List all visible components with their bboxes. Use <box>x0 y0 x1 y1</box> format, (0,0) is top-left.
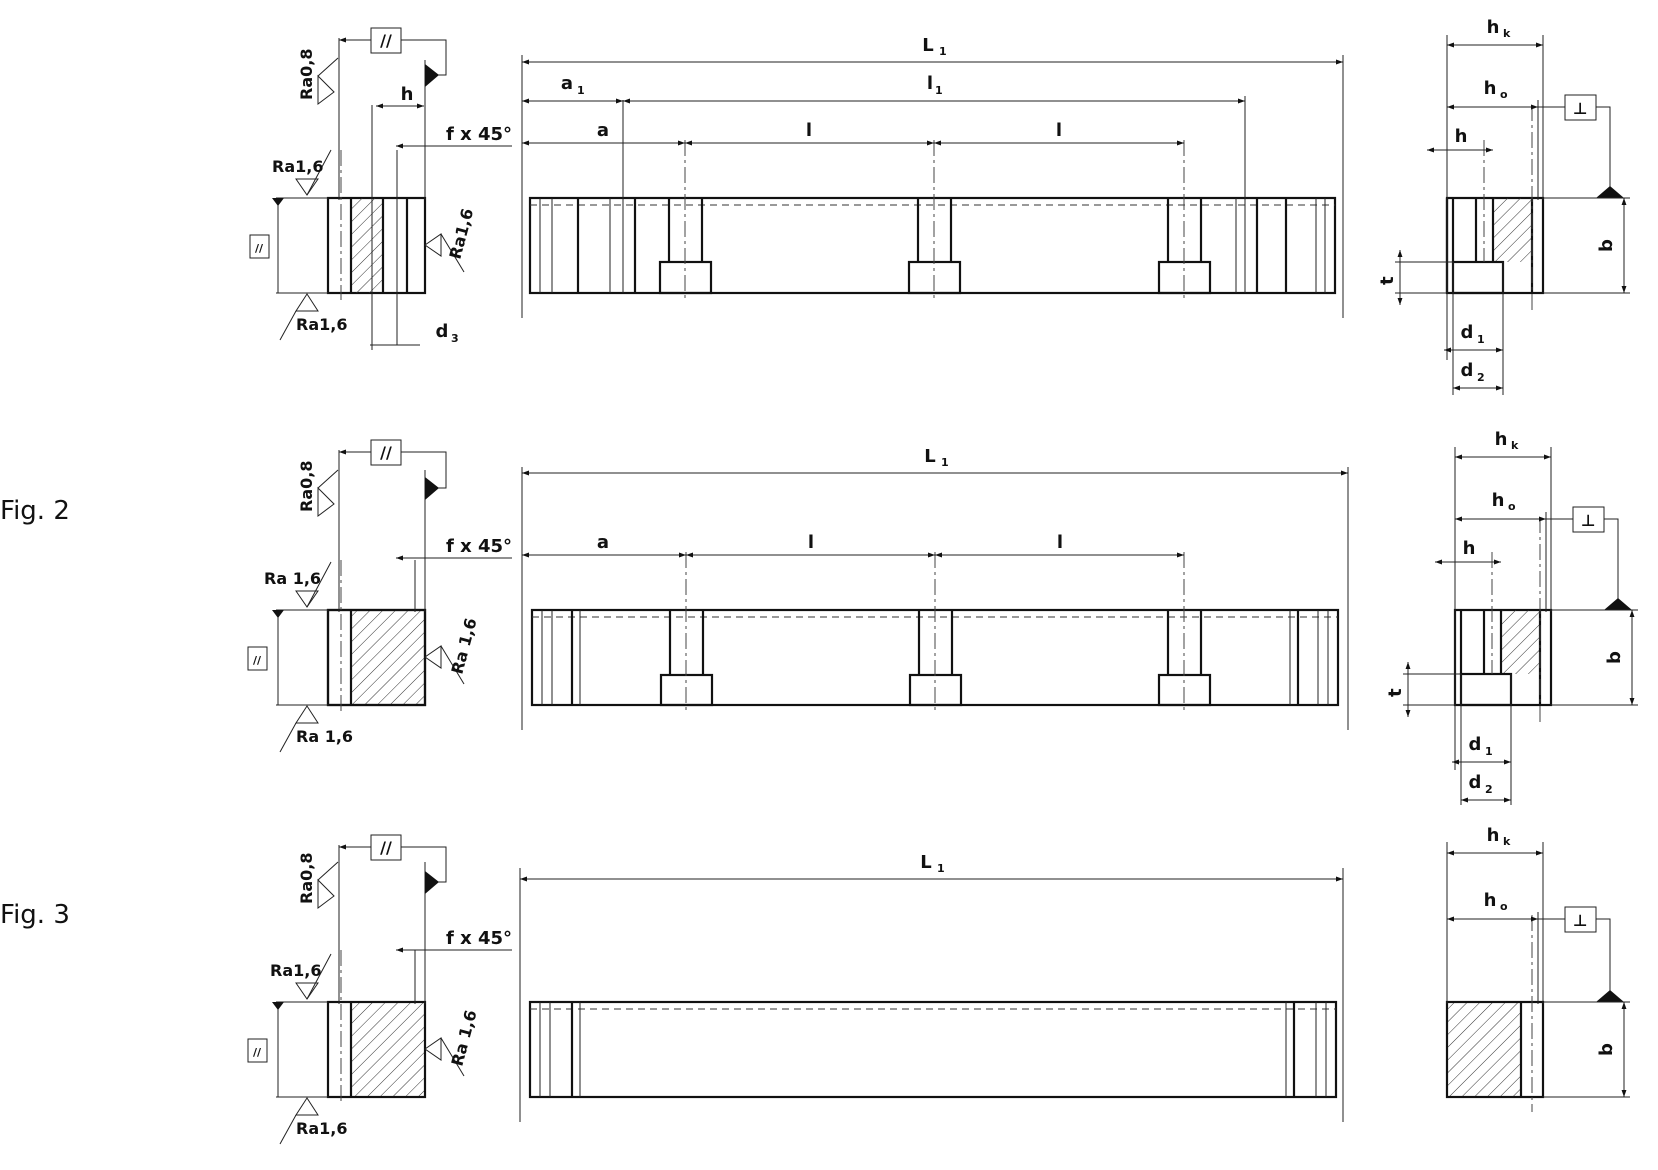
fig2-hole-3 <box>1157 552 1212 712</box>
fig1-datum-triangle <box>425 64 439 87</box>
fig2-roughness-top: Ra 1,6 <box>264 569 321 588</box>
fig1-chamfer-label: f x 45° <box>446 124 512 145</box>
figure-1: // Ra0,8 Ra1,6 Ra1,6 Ra1,6 // <box>249 17 1630 395</box>
svg-text:h: h <box>1487 17 1500 38</box>
fig1-dim-d2: 2 <box>1477 371 1485 384</box>
fig1-dim-hk: k <box>1503 27 1511 40</box>
fig3-left-view: // Ra0,8 Ra1,6 Ra 1,6 Ra1,6 // f x 45° <box>247 834 512 1145</box>
svg-text:d: d <box>1469 734 1482 755</box>
fig3-parallel-symbol: // <box>380 838 392 857</box>
svg-text:L: L <box>920 852 931 873</box>
fig2-front-view: L 1 a l l <box>521 446 1349 730</box>
svg-text:d: d <box>1461 322 1474 343</box>
svg-text:a: a <box>561 73 573 94</box>
fig2-dim-L1: 1 <box>941 456 949 469</box>
fig2-dim-ho: o <box>1508 500 1516 513</box>
fig1-dim-b: b <box>1596 239 1617 252</box>
fig2-dim-l-first: l <box>808 532 814 553</box>
fig2-dim-hk: k <box>1511 439 1519 452</box>
fig1-dim-l1: 1 <box>935 84 943 97</box>
fig3-roughness-top: Ra1,6 <box>270 961 321 980</box>
fig1-dim-d1: 1 <box>1477 333 1485 346</box>
fig1-dim-L1: 1 <box>939 45 947 58</box>
svg-text:L: L <box>922 35 933 56</box>
figure-2: // Ra0,8 Ra 1,6 Ra 1,6 Ra 1,6 // f x 45° <box>247 429 1638 805</box>
fig1-dim-ho: o <box>1500 88 1508 101</box>
fig3-front-body <box>528 1000 1338 1099</box>
fig3-right-body <box>1445 1000 1545 1099</box>
fig2-right-view: h k h o ⊥ h t b d 1 d 2 <box>1385 429 1638 805</box>
fig2-dim-t: t <box>1385 688 1406 697</box>
svg-text://: // <box>253 1046 262 1059</box>
fig1-dim-h: h <box>401 84 414 105</box>
fig1-dim-l-first: l <box>806 120 812 141</box>
fig2-hole-2 <box>908 552 963 712</box>
fig3-dim-b: b <box>1596 1043 1617 1056</box>
svg-text:d: d <box>1461 360 1474 381</box>
fig1-dim-l-second: l <box>1056 120 1062 141</box>
figure-label-fig2: Fig. 2 <box>0 496 70 526</box>
svg-text:d: d <box>1469 772 1482 793</box>
fig1-dim-a1: 1 <box>577 84 585 97</box>
fig1-dim-a: a <box>597 120 609 141</box>
fig2-dim-d2: 2 <box>1485 783 1493 796</box>
fig3-roughness-bottom: Ra1,6 <box>296 1119 347 1138</box>
fig3-dim-hk: k <box>1503 835 1511 848</box>
svg-text:h: h <box>1495 429 1508 450</box>
fig1-hole-2 <box>907 140 962 300</box>
svg-text:L: L <box>924 446 935 467</box>
fig2-perp-symbol: ⊥ <box>1581 511 1596 530</box>
fig3-roughness-right: Ra 1,6 <box>448 1008 481 1068</box>
fig3-chamfer-label: f x 45° <box>446 928 512 949</box>
fig2-chamfer-label: f x 45° <box>446 536 512 557</box>
svg-text:h: h <box>1484 78 1497 99</box>
fig2-dim-l-second: l <box>1057 532 1063 553</box>
fig1-roughness-bottom: Ra1,6 <box>296 315 347 334</box>
fig2-dim-d1: 1 <box>1485 745 1493 758</box>
fig3-roughness-ra08: Ra0,8 <box>297 853 316 904</box>
fig2-dim-a: a <box>597 532 609 553</box>
fig3-perp-symbol: ⊥ <box>1573 911 1588 930</box>
fig1-hole-3 <box>1157 140 1212 300</box>
fig1-front-body <box>528 196 1337 295</box>
fig1-roughness-top: Ra1,6 <box>272 157 323 176</box>
fig1-dim-t: t <box>1377 276 1398 285</box>
svg-text://: // <box>253 654 262 667</box>
figure-3: // Ra0,8 Ra1,6 Ra 1,6 Ra1,6 // f x 45° <box>247 825 1630 1145</box>
svg-text://: // <box>255 242 264 255</box>
fig2-roughness-ra08: Ra0,8 <box>297 461 316 512</box>
fig1-dim-h-right: h <box>1455 126 1468 147</box>
fig3-right-view: h k h o ⊥ b <box>1445 825 1630 1112</box>
fig2-parallel-symbol: // <box>380 443 392 462</box>
fig2-dim-b: b <box>1604 651 1625 664</box>
figure-label-fig3: Fig. 3 <box>0 900 70 930</box>
svg-text:h: h <box>1484 890 1497 911</box>
fig1-right-view: h k h o ⊥ h t b d 1 <box>1377 17 1630 395</box>
fig3-dim-L1: 1 <box>937 862 945 875</box>
fig3-dim-ho: o <box>1500 900 1508 913</box>
fig1-roughness-ra08: Ra0,8 <box>297 49 316 100</box>
svg-text:d: d <box>436 321 449 342</box>
fig1-perp-symbol: ⊥ <box>1573 99 1588 118</box>
fig2-left-view: // Ra0,8 Ra 1,6 Ra 1,6 Ra 1,6 // f x 45° <box>247 439 512 753</box>
fig1-parallel-symbol: // <box>380 31 392 50</box>
fig1-roughness-right: Ra1,6 <box>446 206 478 261</box>
svg-text:l: l <box>927 73 933 94</box>
svg-text:h: h <box>1487 825 1500 846</box>
fig3-front-view: L 1 <box>519 852 1344 1122</box>
fig2-dim-h-right: h <box>1463 538 1476 559</box>
fig1-hole-1 <box>658 140 713 300</box>
fig2-roughness-right: Ra 1,6 <box>448 616 481 676</box>
svg-text:h: h <box>1492 490 1505 511</box>
fig1-front-view: L 1 a 1 l 1 a l l <box>521 35 1344 318</box>
fig1-dim-d3: 3 <box>451 332 459 345</box>
fig2-roughness-bottom: Ra 1,6 <box>296 727 353 746</box>
fig2-hole-1 <box>659 552 714 712</box>
fig1-left-view: // Ra0,8 Ra1,6 Ra1,6 Ra1,6 // <box>249 27 512 350</box>
